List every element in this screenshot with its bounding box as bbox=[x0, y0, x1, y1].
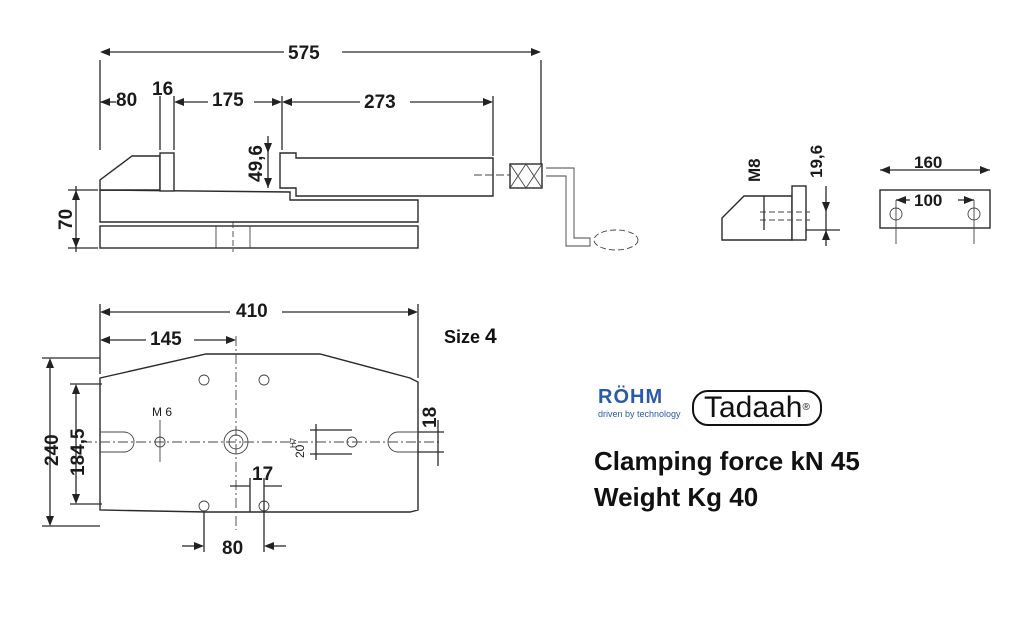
dim-jaw-gap: 175 bbox=[212, 90, 244, 111]
dim-jaw-plate-width: 160 bbox=[914, 153, 942, 172]
dim-hole-spacing: 100 bbox=[914, 191, 942, 210]
jaw-detail-view: M8 19,6 160 100 bbox=[721, 145, 991, 246]
dim-jaw-height: 49,6 bbox=[246, 145, 267, 182]
dim-center-offset: 145 bbox=[150, 329, 182, 350]
dim-spindle-length: 273 bbox=[364, 92, 396, 113]
base-rail bbox=[99, 225, 419, 249]
mount-hole bbox=[198, 374, 210, 386]
dim-base-length: 410 bbox=[236, 301, 268, 322]
dim-overall-length: 575 bbox=[288, 43, 320, 64]
jaw-detail-insert bbox=[791, 185, 807, 241]
weight-spec: Weight Kg 40 bbox=[594, 482, 759, 512]
fixed-jaw bbox=[99, 155, 161, 191]
side-view: 575 80 16 175 273 49,6 70 bbox=[56, 43, 639, 252]
mount-hole bbox=[198, 500, 210, 512]
dim-body-height: 70 bbox=[56, 209, 77, 230]
size-label-text: Size bbox=[444, 327, 481, 347]
dim-tap-size: M 6 bbox=[152, 405, 172, 419]
jaw-plate bbox=[879, 189, 991, 229]
rohm-logo: RÖHM driven by technology bbox=[598, 386, 681, 419]
dim-bore-tolerance: H7 bbox=[289, 437, 298, 448]
moving-jaw bbox=[279, 152, 494, 197]
jaw-detail-body bbox=[721, 195, 793, 241]
jaw-insert bbox=[159, 152, 175, 192]
size-label: Size 4 bbox=[444, 325, 497, 349]
crank-knob bbox=[593, 229, 639, 251]
dim-hole-pitch: 80 bbox=[222, 538, 243, 559]
rohm-logo-name: RÖHM bbox=[598, 386, 664, 408]
dim-slot-width: 18 bbox=[420, 407, 441, 428]
top-view: 410 145 240 184,5 M 6 20 H7 18 bbox=[42, 301, 444, 559]
clamping-force-spec: Clamping force kN 45 bbox=[594, 446, 860, 476]
tadaah-logo-text: Tadaah bbox=[704, 391, 803, 424]
dim-jaw-width: 16 bbox=[152, 79, 173, 100]
dim-thread-depth: 19,6 bbox=[807, 145, 826, 178]
dim-hole-offset: 17 bbox=[252, 464, 273, 485]
crank-handle bbox=[546, 167, 591, 247]
size-value: 4 bbox=[485, 325, 497, 348]
screw-end bbox=[509, 163, 543, 189]
mount-hole bbox=[258, 374, 270, 386]
dim-base-width: 240 bbox=[42, 434, 63, 466]
dim-thread: M8 bbox=[745, 158, 764, 182]
dim-bore: 20 bbox=[293, 444, 307, 458]
base-plate bbox=[99, 353, 419, 513]
dim-slot-spacing: 184,5 bbox=[68, 428, 89, 476]
vise-body bbox=[99, 189, 419, 223]
tadaah-logo: Tadaah® bbox=[692, 390, 822, 426]
dim-jaw-offset: 80 bbox=[116, 90, 137, 111]
rohm-logo-tagline: driven by technology bbox=[598, 409, 681, 419]
registered-mark: ® bbox=[802, 402, 810, 413]
